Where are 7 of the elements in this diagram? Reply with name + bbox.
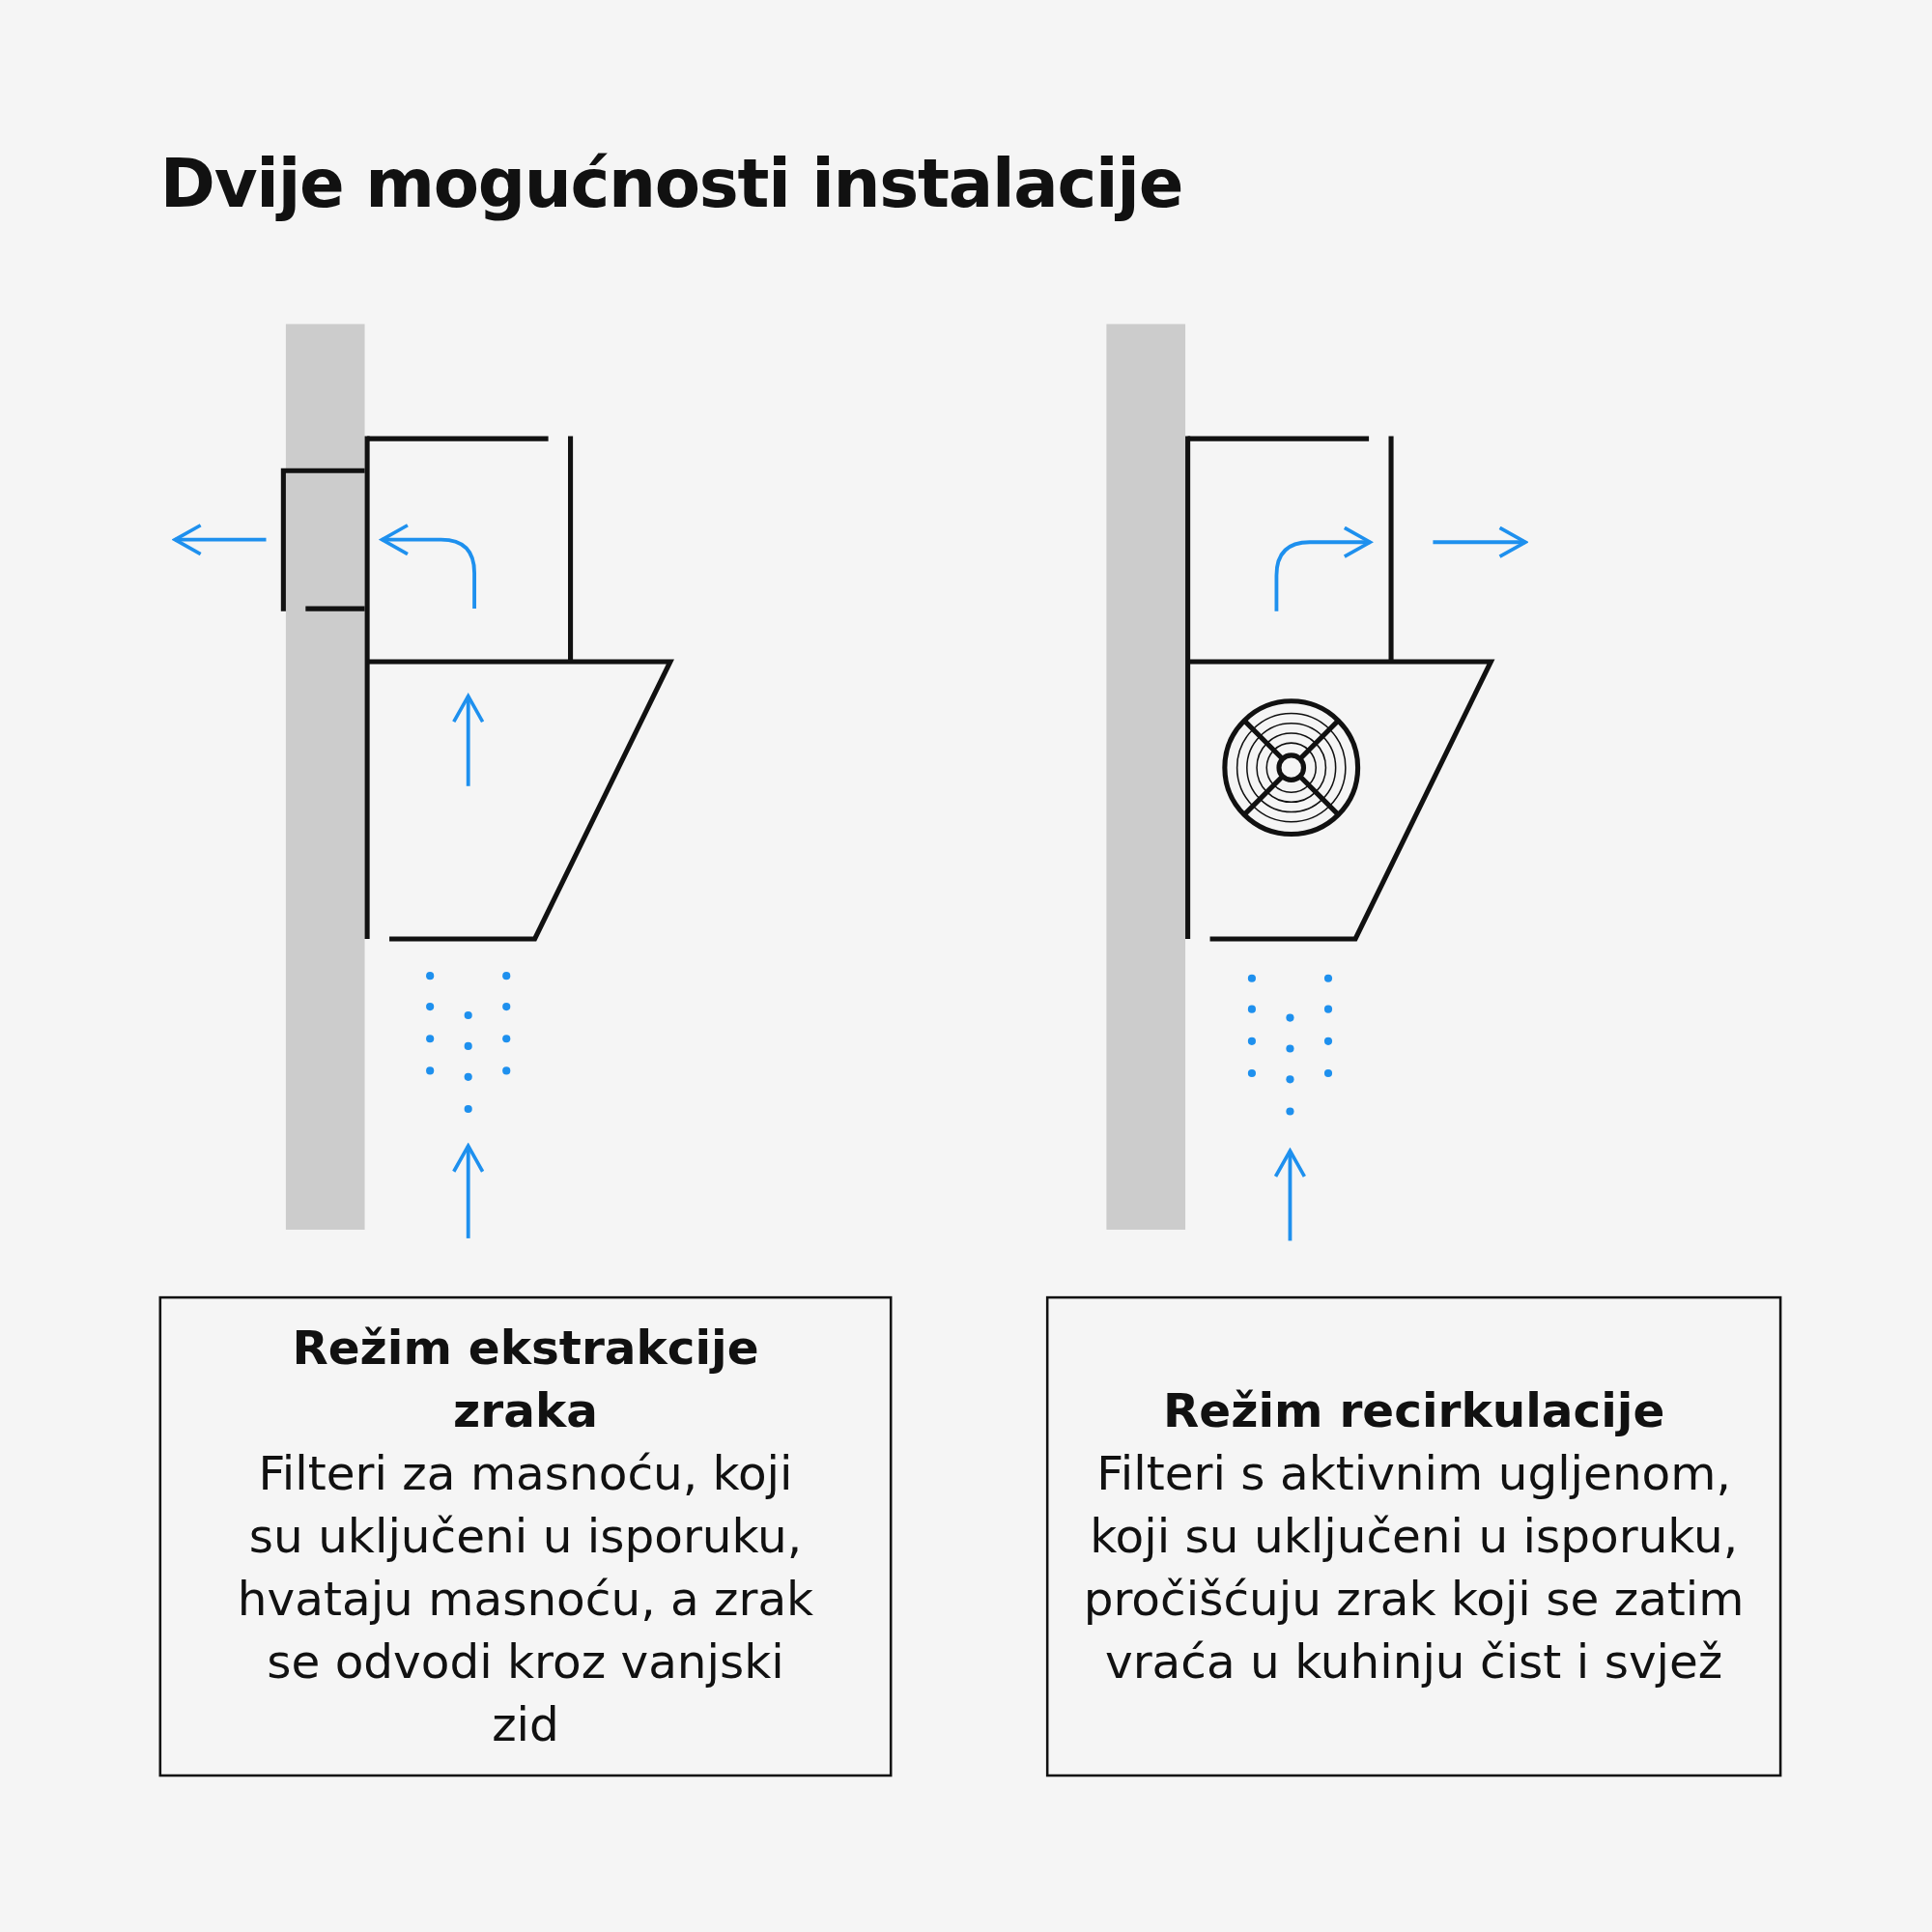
text-box (1045, 1295, 1782, 1777)
mode-description: Filteri za masnoću, koji su uključeni u isporuku, hvataju masnoću, a zrak se odvodi kroz vanjski zid (236, 1444, 815, 1754)
mode-heading: Režim recirkulacije (1163, 1381, 1665, 1439)
title: Dvije mogućnosti instalacije (159, 145, 1183, 223)
mode-heading: Režim ekstrakcije zraka (291, 1319, 760, 1439)
text-box (158, 1295, 893, 1777)
mode-description: Filteri s aktivnim ugljenom, koji su uključeni u isporuku, pročišćuju zrak koji se zatim vraća u kuhinju čist i svjež (1082, 1444, 1746, 1691)
